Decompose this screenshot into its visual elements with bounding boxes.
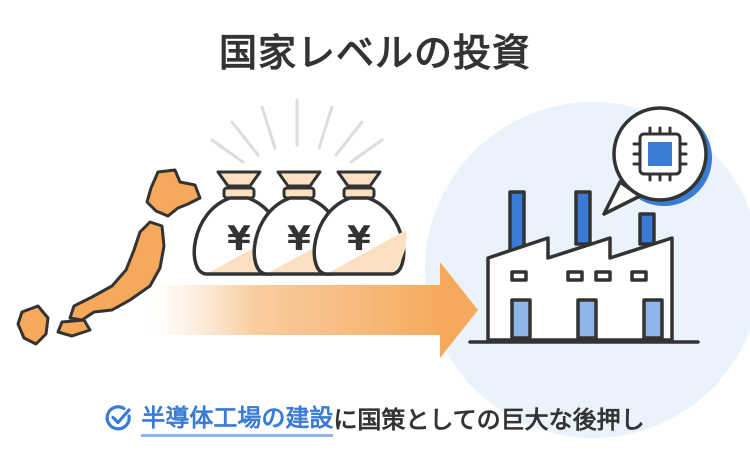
caption-highlight: 半導体工場の建設 [141, 398, 334, 437]
check-circle-icon [105, 404, 132, 430]
factory-icon [468, 190, 700, 344]
microchip-icon [632, 126, 688, 182]
yen-symbol: ¥ [227, 219, 251, 259]
yen-symbol: ¥ [347, 219, 371, 259]
caption: 半導体工場の建設 に国策としての巨大な後押し [0, 398, 750, 437]
chip-speech-bubble [602, 106, 712, 216]
yen-symbol: ¥ [287, 219, 311, 259]
page-title: 国家レベルの投資 [218, 31, 531, 75]
money-bag-icon: ¥ [312, 170, 407, 276]
shine-rays [210, 98, 384, 164]
flow-arrow [150, 262, 478, 358]
money-bags: ¥ ¥ ¥ [192, 170, 407, 276]
caption-text: に国策としての巨大な後押し [333, 406, 645, 434]
japan-map-icon [16, 168, 202, 346]
